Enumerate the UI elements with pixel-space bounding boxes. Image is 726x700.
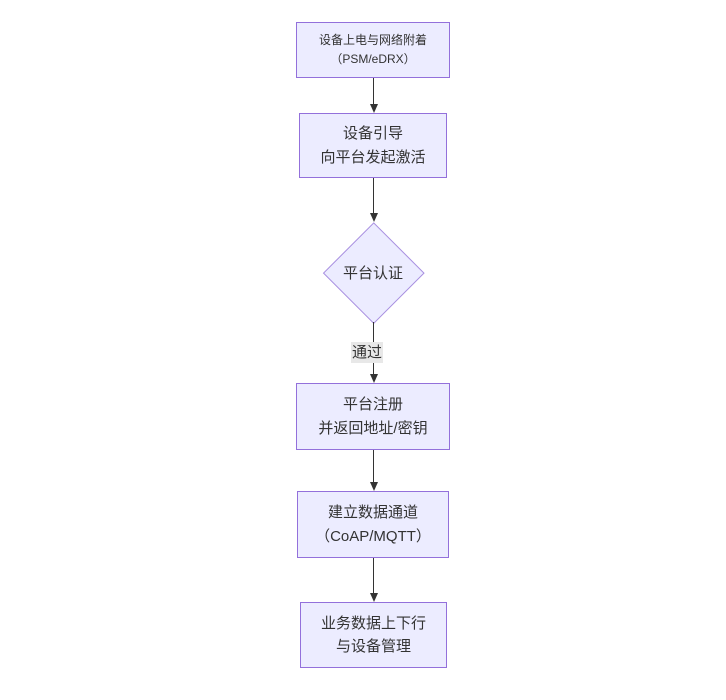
node-label-line: 并返回地址/密钥 — [318, 419, 428, 437]
flow-arrow-2 — [369, 178, 378, 222]
arrow-line — [373, 178, 374, 215]
arrowhead-down-icon — [369, 104, 378, 113]
flow-arrow-5 — [369, 558, 378, 602]
node-label-line: 平台注册 — [342, 396, 403, 414]
arrowhead-down-icon — [369, 374, 378, 383]
node-label-line: 设备上电与网络附着 — [318, 33, 427, 48]
arrowhead-down-icon — [369, 482, 378, 491]
node-label-line: （PSM/eDRX） — [330, 52, 416, 66]
arrowhead-down-icon — [369, 213, 378, 222]
node-label-line: （CoAP/MQTT） — [315, 527, 431, 545]
flow-arrow-1 — [369, 78, 378, 113]
node-label-line: 与设备管理 — [335, 638, 411, 655]
node-label-line: 建立数据通道 — [327, 504, 418, 522]
flow-arrow-4 — [369, 450, 378, 491]
node-label-line: 向平台发起激活 — [320, 148, 426, 166]
arrow-line — [373, 450, 374, 484]
flow-node-data-channel: 建立数据通道 （CoAP/MQTT） — [297, 491, 449, 558]
node-label-line: 平台认证 — [342, 264, 403, 282]
edge-label-pass: 通过 — [351, 342, 384, 363]
flow-node-platform-register: 平台注册 并返回地址/密钥 — [296, 383, 450, 450]
node-label-line: 业务数据上下行 — [320, 614, 426, 632]
flow-node-device-bootstrap: 设备引导 向平台发起激活 — [299, 113, 447, 178]
arrowhead-down-icon — [369, 593, 378, 602]
flow-node-platform-auth-decision: 平台认证 — [322, 221, 424, 323]
flow-node-business-data: 业务数据上下行 与设备管理 — [300, 602, 447, 668]
arrow-line — [373, 78, 374, 106]
arrow-line — [373, 558, 374, 595]
flow-node-power-network-attach: 设备上电与网络附着 （PSM/eDRX） — [296, 22, 450, 78]
node-label-line: 设备引导 — [342, 125, 403, 143]
